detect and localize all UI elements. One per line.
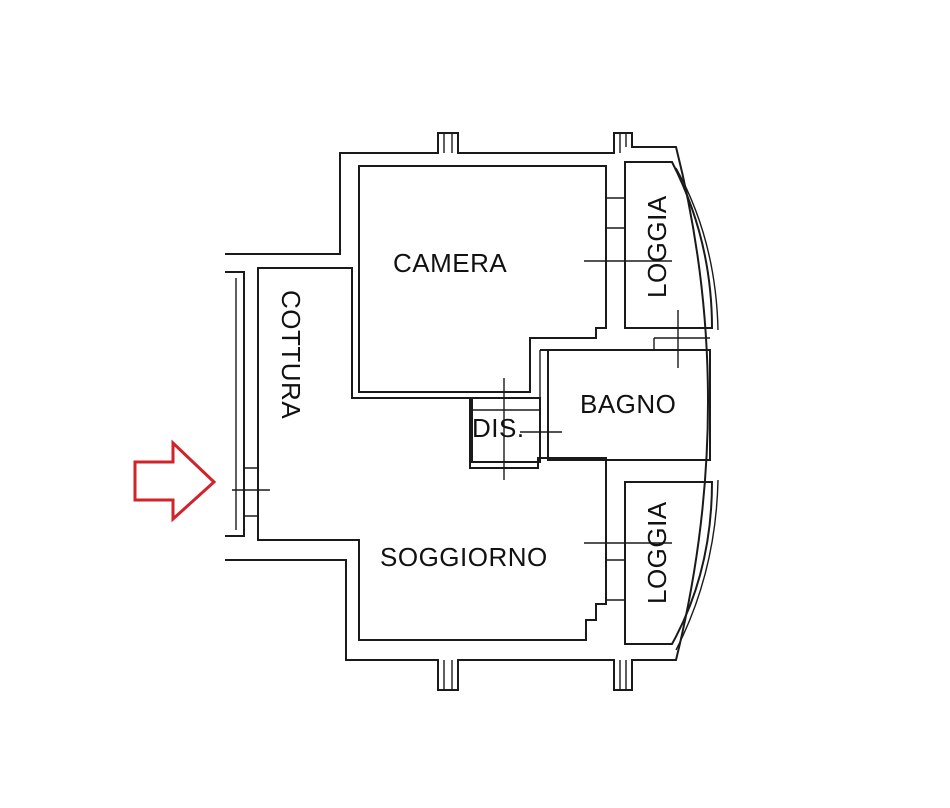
outer-wall [225, 132, 709, 691]
entrance-arrow-icon [133, 439, 217, 523]
label-bagno: BAGNO [580, 389, 676, 419]
label-dis: DIS. [472, 413, 525, 443]
room-camera [358, 165, 672, 393]
label-soggiorno: SOGGIORNO [380, 542, 548, 572]
room-dis [471, 378, 562, 480]
label-loggia-top: LOGGIA [642, 195, 672, 298]
label-cottura: COTTURA [276, 290, 306, 419]
room-loggia-top [624, 161, 719, 331]
room-cottura [232, 267, 607, 641]
room-loggia-bottom [584, 479, 719, 651]
label-camera: CAMERA [393, 248, 507, 278]
room-bagno [539, 310, 711, 461]
label-loggia-bottom: LOGGIA [642, 501, 672, 604]
